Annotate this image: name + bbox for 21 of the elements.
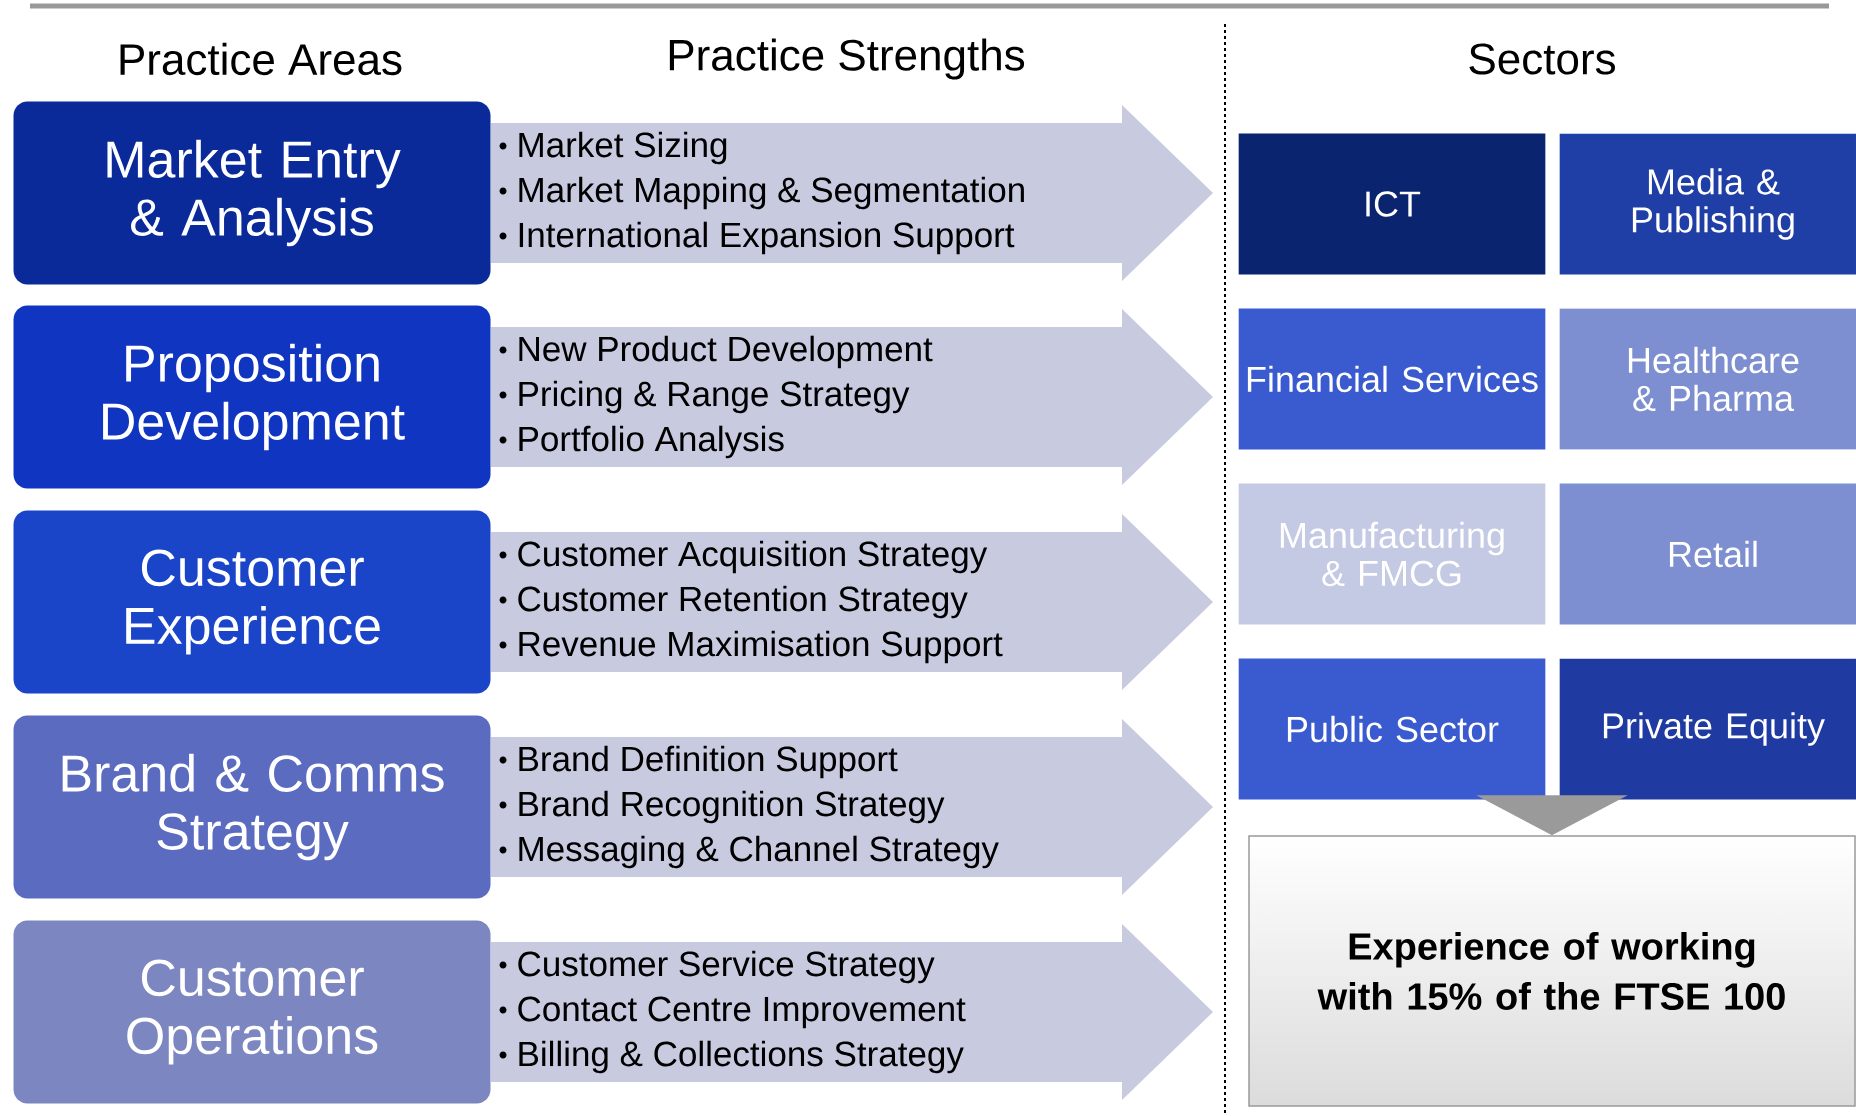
sector-tile: ICT	[1238, 133, 1546, 275]
column-heading: Practice Areas	[120, 42, 402, 76]
sector-tile: Healthcare & Pharma	[1559, 308, 1856, 450]
practice-area-box: Market Entry & Analysis	[13, 101, 491, 285]
sector-tile: Financial Services	[1238, 308, 1546, 450]
sector-tile: Public Sector	[1238, 658, 1546, 800]
practice-area-box: Customer Experience	[13, 510, 491, 694]
practice-area-box: Customer Operations	[13, 920, 491, 1104]
summary-box: Experience of working with 15% of the FTSE 100	[1248, 835, 1856, 1107]
column-heading: Sectors	[1469, 43, 1615, 75]
sector-tile: Media & Publishing	[1559, 133, 1856, 275]
strength-list: Brand Definition Support Brand Recognition Strategy Messaging & Channel Strategy	[519, 745, 999, 869]
strength-list: Customer Acquisition Strategy Customer Retention Strategy Revenue Maximisation Support	[518, 540, 1003, 664]
sector-tile: Retail	[1559, 483, 1856, 625]
practice-area-box: Brand & Comms Strategy	[13, 715, 491, 899]
practice-area-box: Proposition Development	[13, 305, 491, 489]
strength-list: Market Sizing Market Mapping & Segmentation International Expansion Support	[519, 131, 1024, 255]
strength-list: Customer Service Strategy Contact Centre Improvement Billing & Collections Strategy	[518, 950, 966, 1074]
sector-tile: Private Equity	[1559, 658, 1856, 800]
strength-list: New Product Development Pricing & Range Strategy Portfolio Analysis	[519, 335, 933, 459]
sector-tile: Manufacturing & FMCG	[1238, 483, 1546, 625]
